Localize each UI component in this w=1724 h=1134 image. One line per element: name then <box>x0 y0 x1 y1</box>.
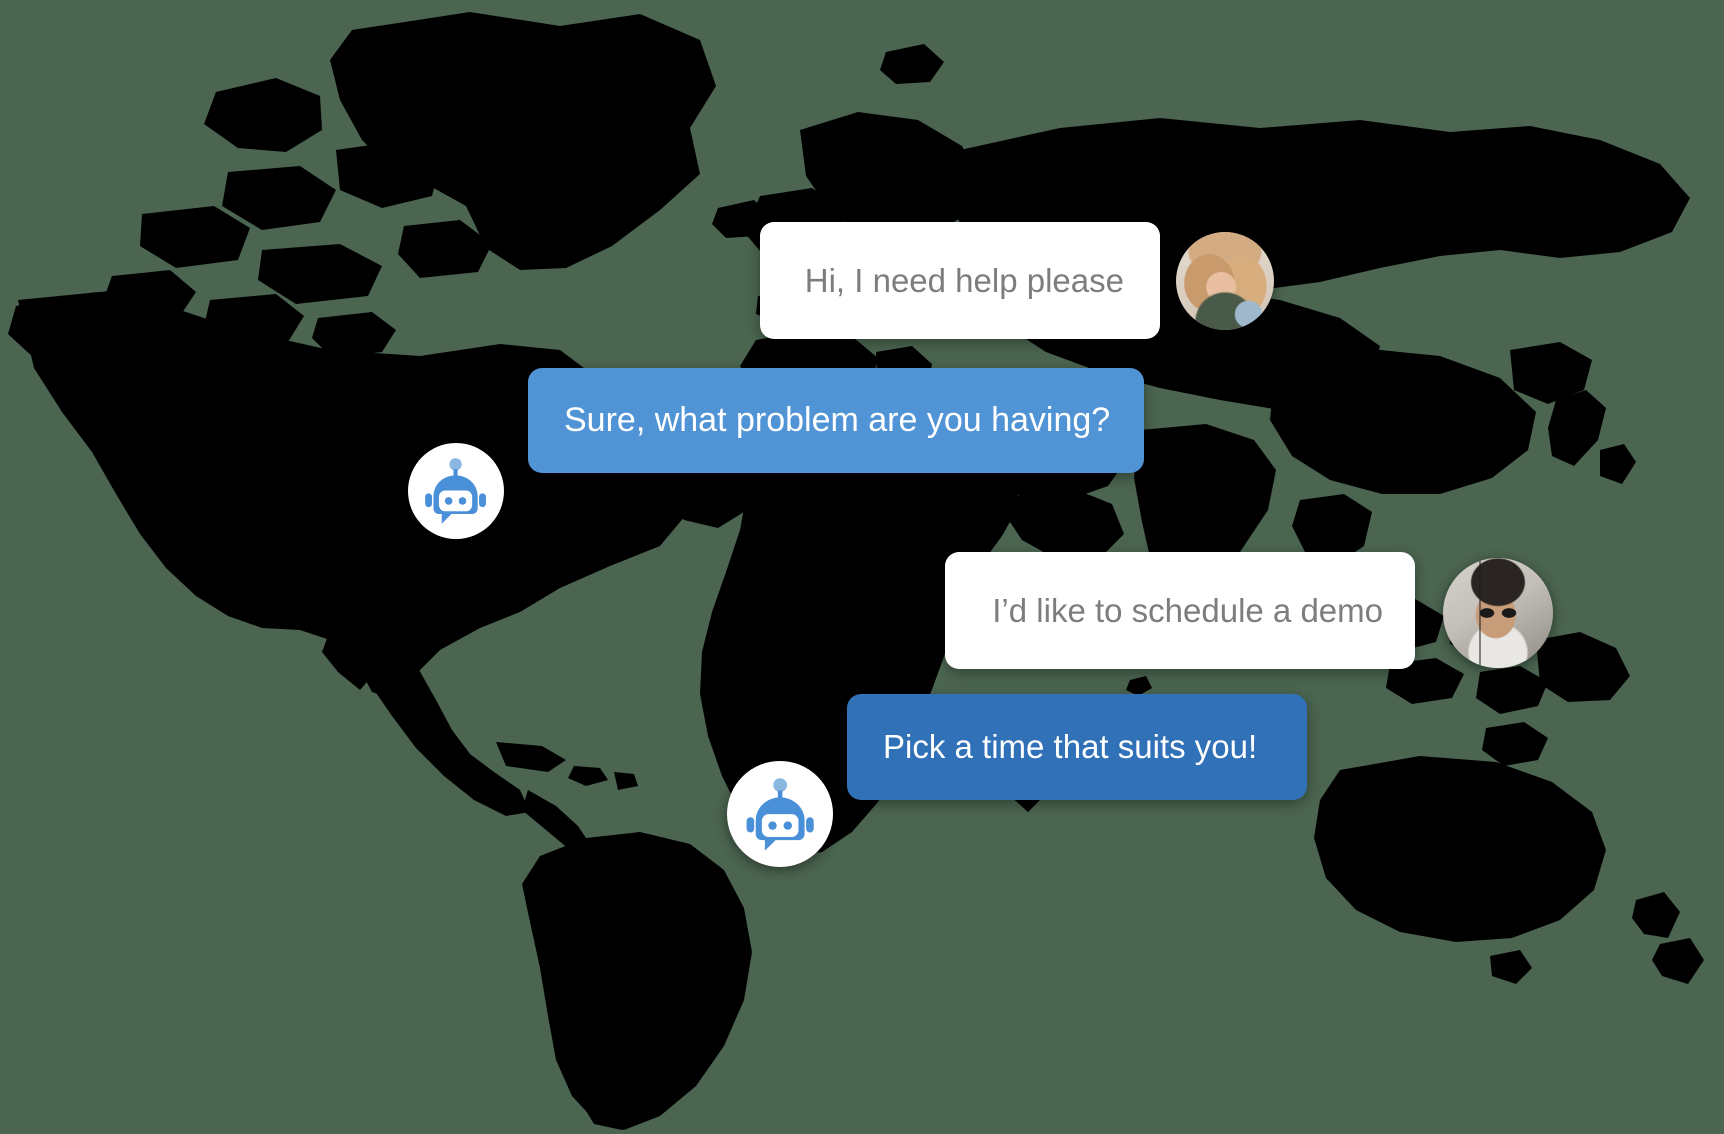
chat-message-2: Sure, what problem are you having? <box>528 368 1144 473</box>
chat-message-1: Hi, I need help please <box>760 222 1160 339</box>
user-avatar-photo <box>1176 232 1274 330</box>
robot-icon <box>746 778 814 851</box>
chat-bubble-text: I’d like to schedule a demo <box>992 591 1383 629</box>
bot-avatar-1[interactable] <box>408 443 504 539</box>
chat-message-3: I’d like to schedule a demo <box>945 552 1415 669</box>
chat-bubble-text: Hi, I need help please <box>804 261 1124 299</box>
chat-bubble-user-2[interactable]: I’d like to schedule a demo <box>945 552 1415 669</box>
chat-bubble-text: Pick a time that suits you! <box>883 728 1258 765</box>
chat-bubble-text: Sure, what problem are you having? <box>564 401 1111 439</box>
avatar-woman[interactable] <box>1176 232 1274 330</box>
bot-avatar-2[interactable] <box>727 761 833 867</box>
chat-bubble-user-1[interactable]: Hi, I need help please <box>760 222 1160 339</box>
user-avatar-photo <box>1443 558 1553 668</box>
chat-message-4: Pick a time that suits you! <box>847 694 1307 800</box>
robot-icon <box>425 458 487 525</box>
chat-bubble-bot-2[interactable]: Pick a time that suits you! <box>847 694 1307 800</box>
avatar-man[interactable] <box>1443 558 1553 668</box>
chat-bubble-bot-1[interactable]: Sure, what problem are you having? <box>528 368 1144 473</box>
